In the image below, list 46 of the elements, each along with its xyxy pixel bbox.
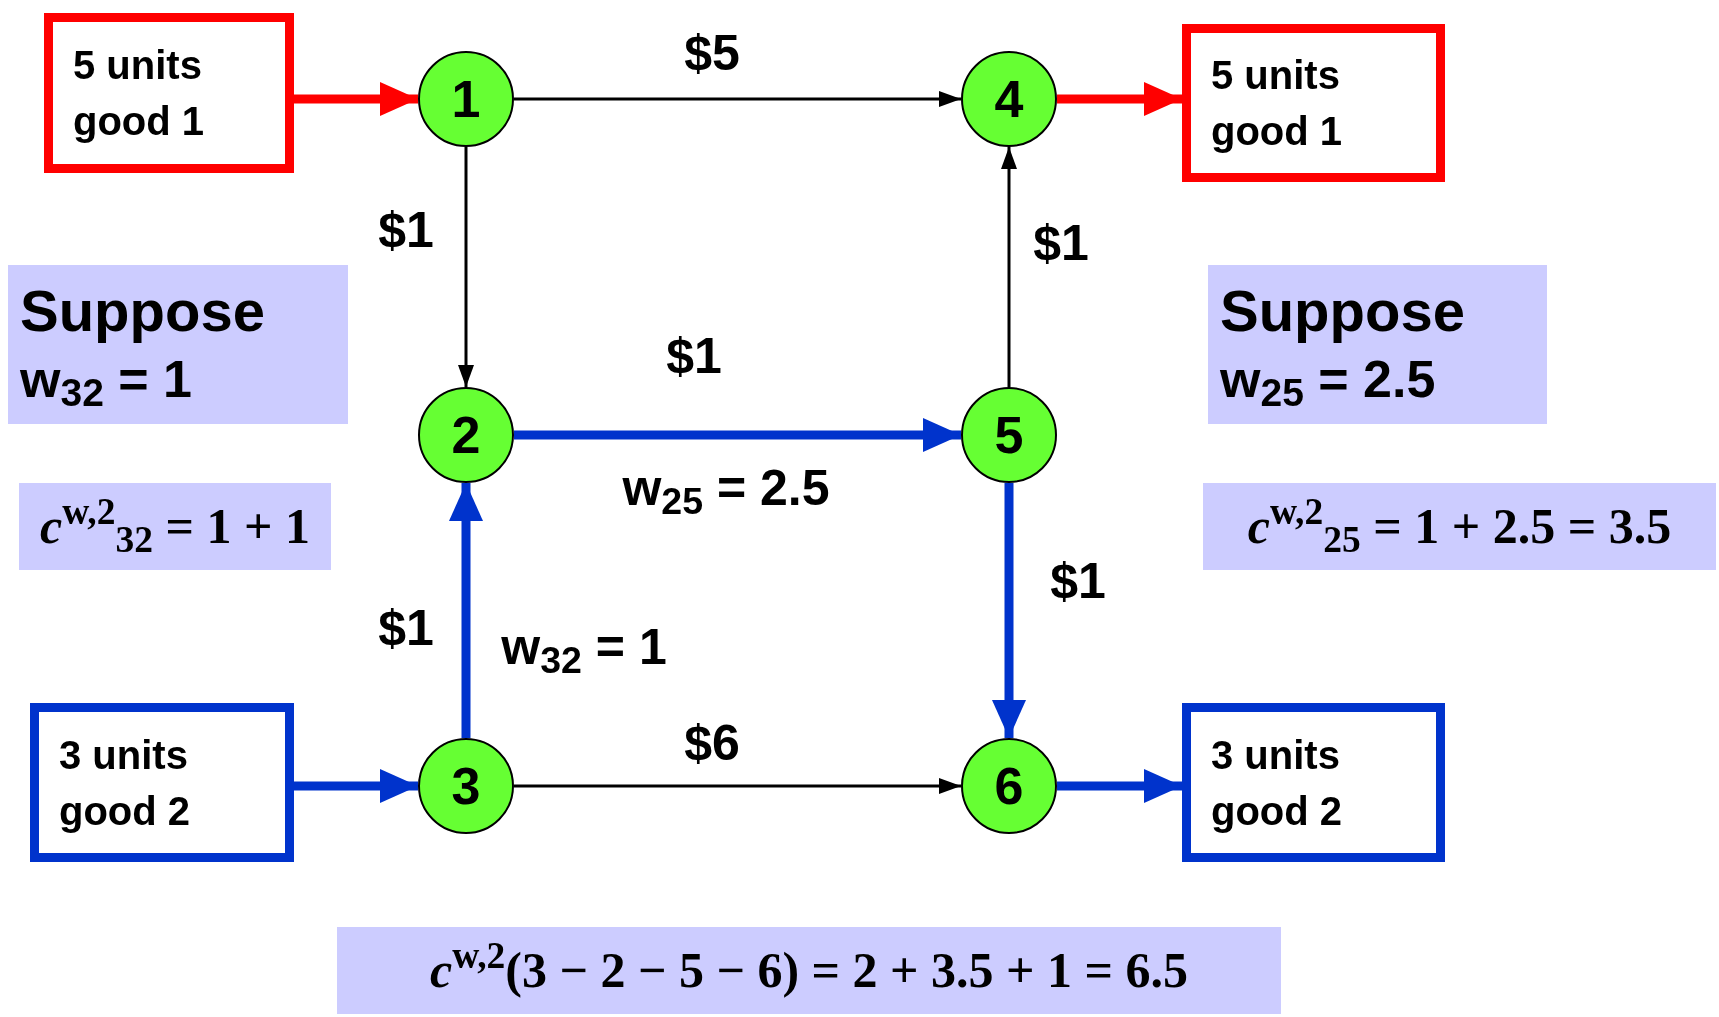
supply-text: 5 units good 1: [73, 42, 206, 145]
formula-text: c$^{w,2}$(3 − 2 − 5 − 6) = 2 + 3.5 + 1 = 6.5: [429, 934, 1189, 1000]
supply-text: 3 units good 2: [1211, 731, 1344, 835]
formula-box: [19, 483, 331, 570]
edge-label: $1: [1050, 556, 1106, 606]
arrow: [1001, 147, 1017, 387]
node-number: 6: [994, 760, 1024, 812]
supply-box: [44, 13, 294, 173]
edge-label: $1: [378, 603, 434, 653]
node-number: 4: [994, 73, 1024, 125]
arrow: [514, 778, 961, 794]
supply-box: [1182, 703, 1445, 862]
node-number: 2: [451, 409, 481, 461]
note-heading: Suppose: [20, 276, 266, 345]
arrow: [1057, 769, 1182, 803]
note-box: [8, 265, 348, 424]
node-number: 3: [451, 760, 481, 812]
supply-box: [1182, 24, 1445, 182]
note-text: w$_{25}$ = 2.5: [1220, 348, 1437, 414]
edge-label: $1: [378, 205, 434, 255]
supply-box: [30, 703, 294, 862]
note-text: w$_{32}$ = 1: [20, 348, 194, 414]
note-heading: Suppose: [1220, 276, 1466, 345]
arrow: [514, 418, 961, 452]
edge-label: $5: [684, 28, 740, 78]
formula-box: [1203, 483, 1716, 570]
node-number: 5: [994, 409, 1024, 461]
formula-text: c$^{w,2}$$_{25}$ = 1 + 2.5 = 3.5: [1247, 490, 1672, 563]
supply-text: 5 units good 1: [1211, 52, 1344, 155]
arrow: [1057, 82, 1182, 116]
edge-label: $6: [684, 718, 740, 768]
arrow: [449, 483, 483, 738]
note-box: [1208, 265, 1547, 424]
supply-text: 3 units good 2: [59, 731, 192, 835]
arrow: [294, 769, 418, 803]
arrow: [458, 147, 474, 387]
arrow: [514, 91, 961, 107]
arrow: [294, 82, 418, 116]
node-number: 1: [451, 73, 481, 125]
arrow: [992, 483, 1026, 738]
formula-text: c$^{w,2}$$_{32}$ = 1 + 1: [40, 490, 310, 563]
edge-label: $1: [1033, 218, 1089, 268]
formula-box: [337, 927, 1281, 1014]
edge-label: $1: [666, 331, 722, 381]
weight-label: w$_{25}$ = 2.5: [622, 463, 830, 513]
weight-label: w$_{32}$ = 1: [501, 622, 667, 672]
